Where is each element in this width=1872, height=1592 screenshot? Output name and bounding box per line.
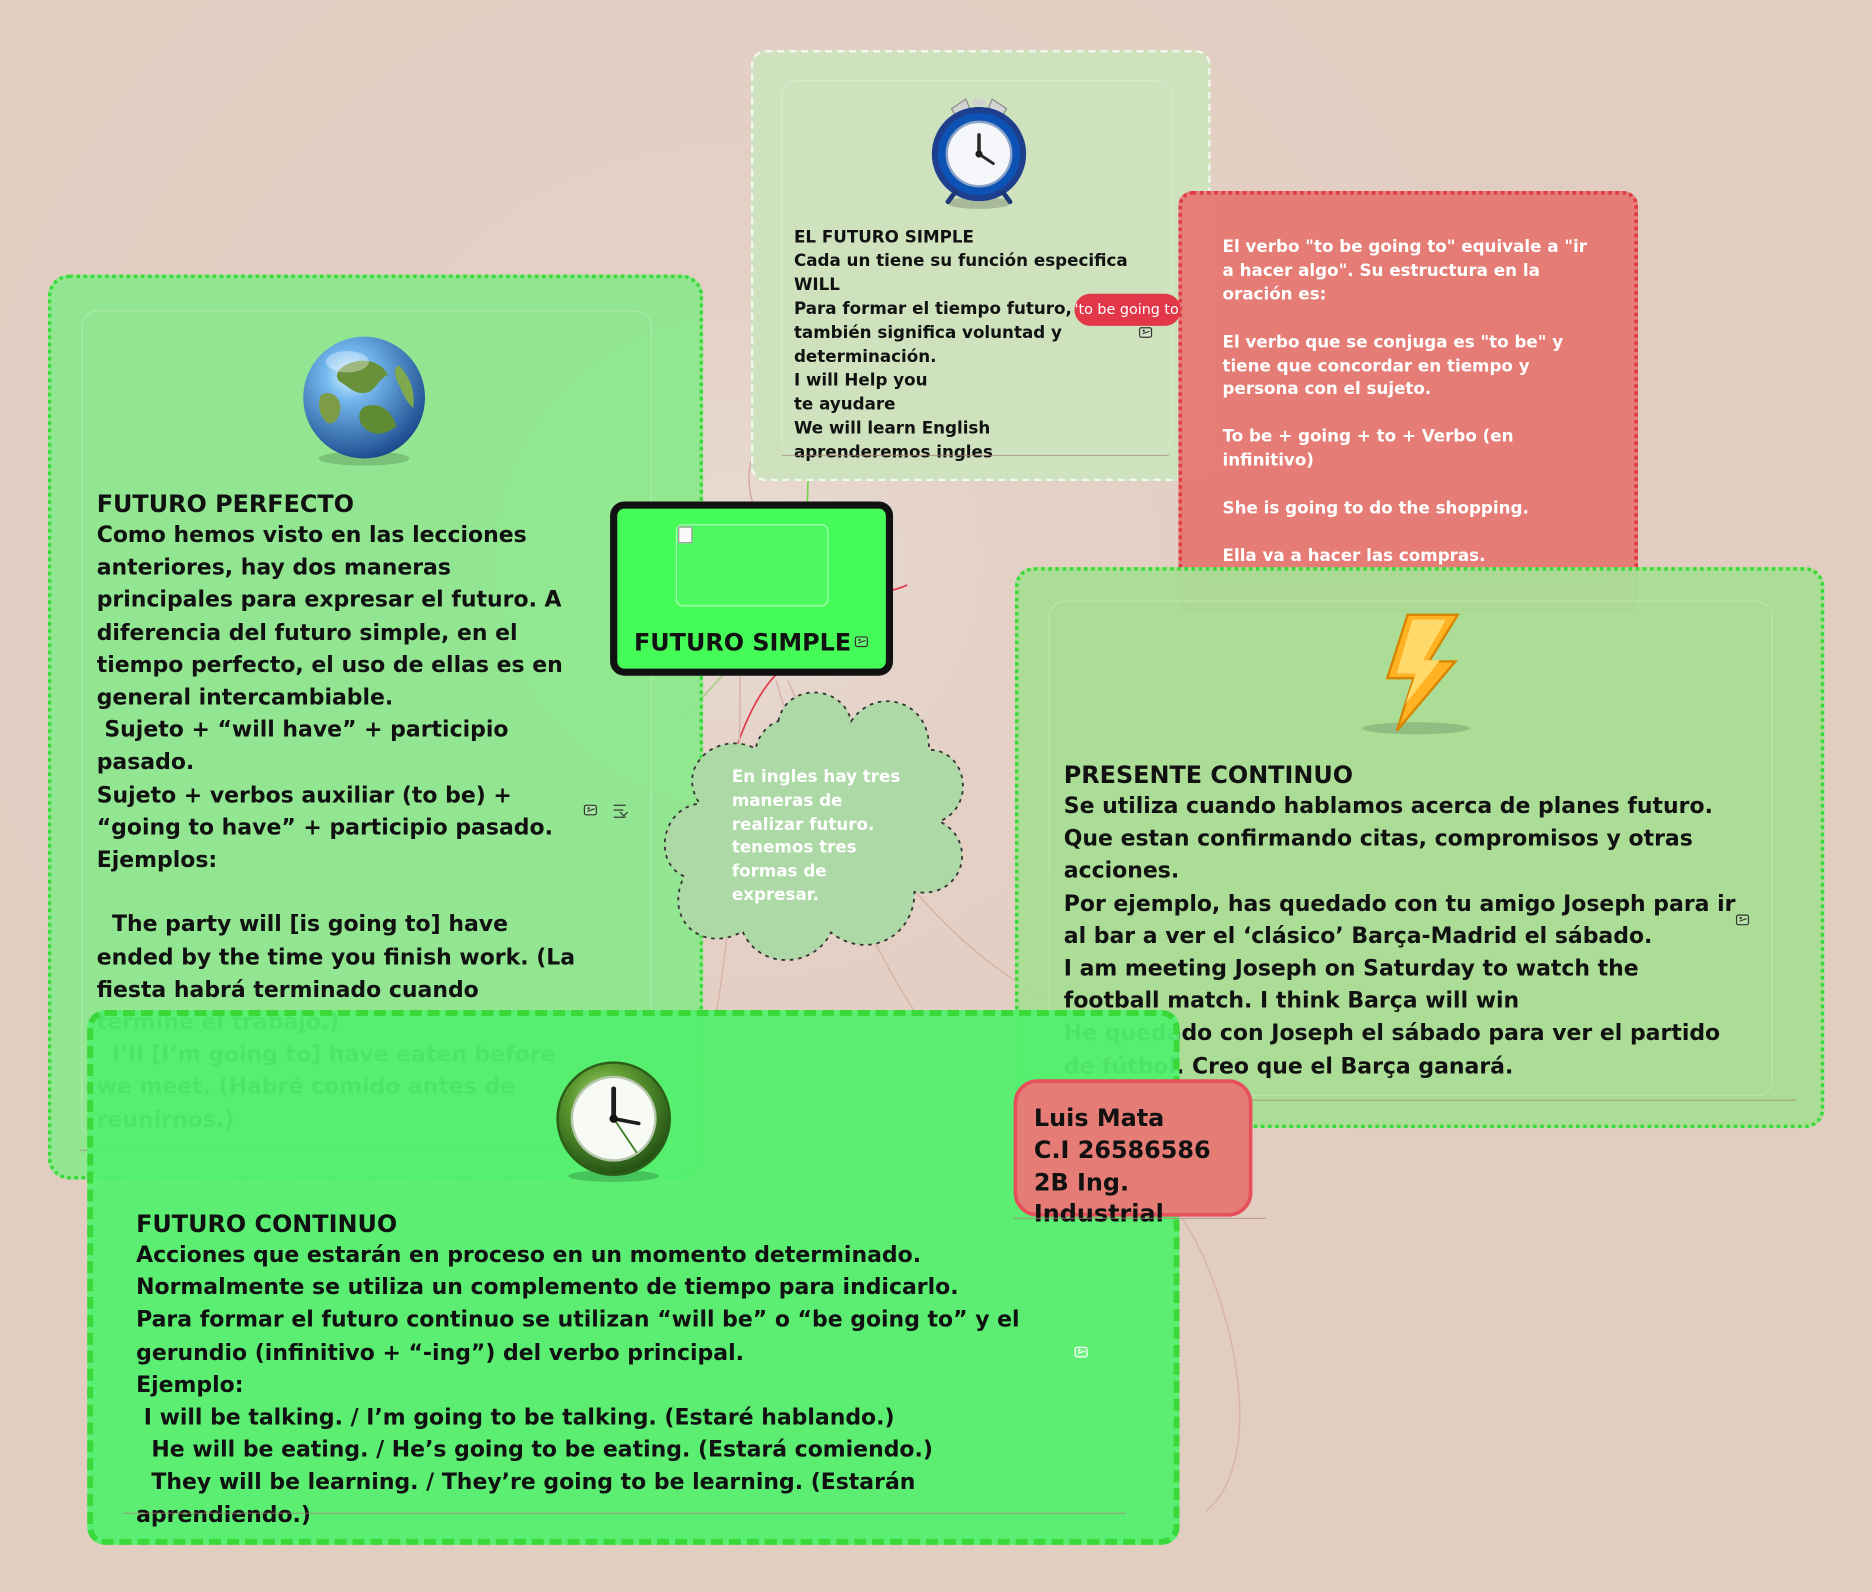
- relation-label[interactable]: 'to be going to': [1074, 293, 1181, 326]
- futuro-simple-inner-frame: [780, 79, 1173, 454]
- central-topic[interactable]: FUTURO SIMPLE: [610, 501, 894, 676]
- going-to-body: El verbo "to be going to" equivale a "ir…: [1222, 237, 1588, 566]
- futuro-simple-title: EL FUTURO SIMPLE: [793, 228, 974, 248]
- edge-luis-loop: [1181, 1217, 1241, 1513]
- broken-image: [675, 524, 829, 607]
- presente-continuo-title: PRESENTE CONTINUO: [1063, 760, 1354, 790]
- presente-continuo-body: Se utiliza cuando hablamos acerca de pla…: [1063, 793, 1736, 1079]
- futuro-continuo-body: Acciones que estarán en proceso en un mo…: [136, 1242, 1020, 1528]
- futuro-continuo-separator: [122, 1512, 1126, 1514]
- relation-label-text: 'to be going to': [1074, 300, 1181, 318]
- cloud-shape: [663, 691, 964, 961]
- futuro-simple-body: Cada un tiene su función especifica WILL…: [793, 251, 1128, 463]
- image-icon[interactable]: [1138, 327, 1153, 338]
- author-name: Luis Mata: [1033, 1103, 1165, 1132]
- globe-icon: [303, 336, 426, 466]
- futuro-perfecto-title: FUTURO PERFECTO: [96, 489, 355, 519]
- author-separator: [1013, 1217, 1266, 1219]
- author-topic[interactable]: Luis Mata C.I 26586586 2B Ing. Industria…: [1013, 1079, 1253, 1227]
- image-icon[interactable]: [583, 804, 597, 816]
- central-topic-title: FUTURO SIMPLE: [633, 627, 852, 657]
- futuro-continuo-title: FUTURO CONTINUO: [136, 1209, 398, 1239]
- cloud-note[interactable]: En ingles hay tres maneras de realizar f…: [663, 688, 979, 970]
- presente-continuo-topic[interactable]: PRESENTE CONTINUO Se utiliza cuando habl…: [1014, 567, 1825, 1129]
- image-icon[interactable]: [854, 636, 868, 648]
- lightning-icon: [1362, 613, 1470, 735]
- wall-clock-icon: [556, 1061, 671, 1182]
- presente-continuo-inner-frame: [1048, 600, 1773, 1097]
- author-id: C.I 26586586: [1033, 1135, 1211, 1165]
- image-icon[interactable]: [1074, 1346, 1088, 1358]
- author-course: 2B Ing. Industrial: [1033, 1167, 1164, 1228]
- alarm-clock-icon: [931, 98, 1027, 209]
- futuro-simple-separator: [782, 454, 1169, 457]
- futuro-simple-topic[interactable]: EL FUTURO SIMPLE Cada un tiene su funció…: [750, 50, 1211, 482]
- presente-continuo-separator: [1048, 1099, 1796, 1101]
- image-icon[interactable]: [1735, 914, 1750, 926]
- cloud-note-body: En ingles hay tres maneras de realizar f…: [731, 767, 907, 905]
- note-icon[interactable]: [613, 804, 626, 818]
- going-to-topic[interactable]: El verbo "to be going to" equivale a "ir…: [1178, 191, 1639, 613]
